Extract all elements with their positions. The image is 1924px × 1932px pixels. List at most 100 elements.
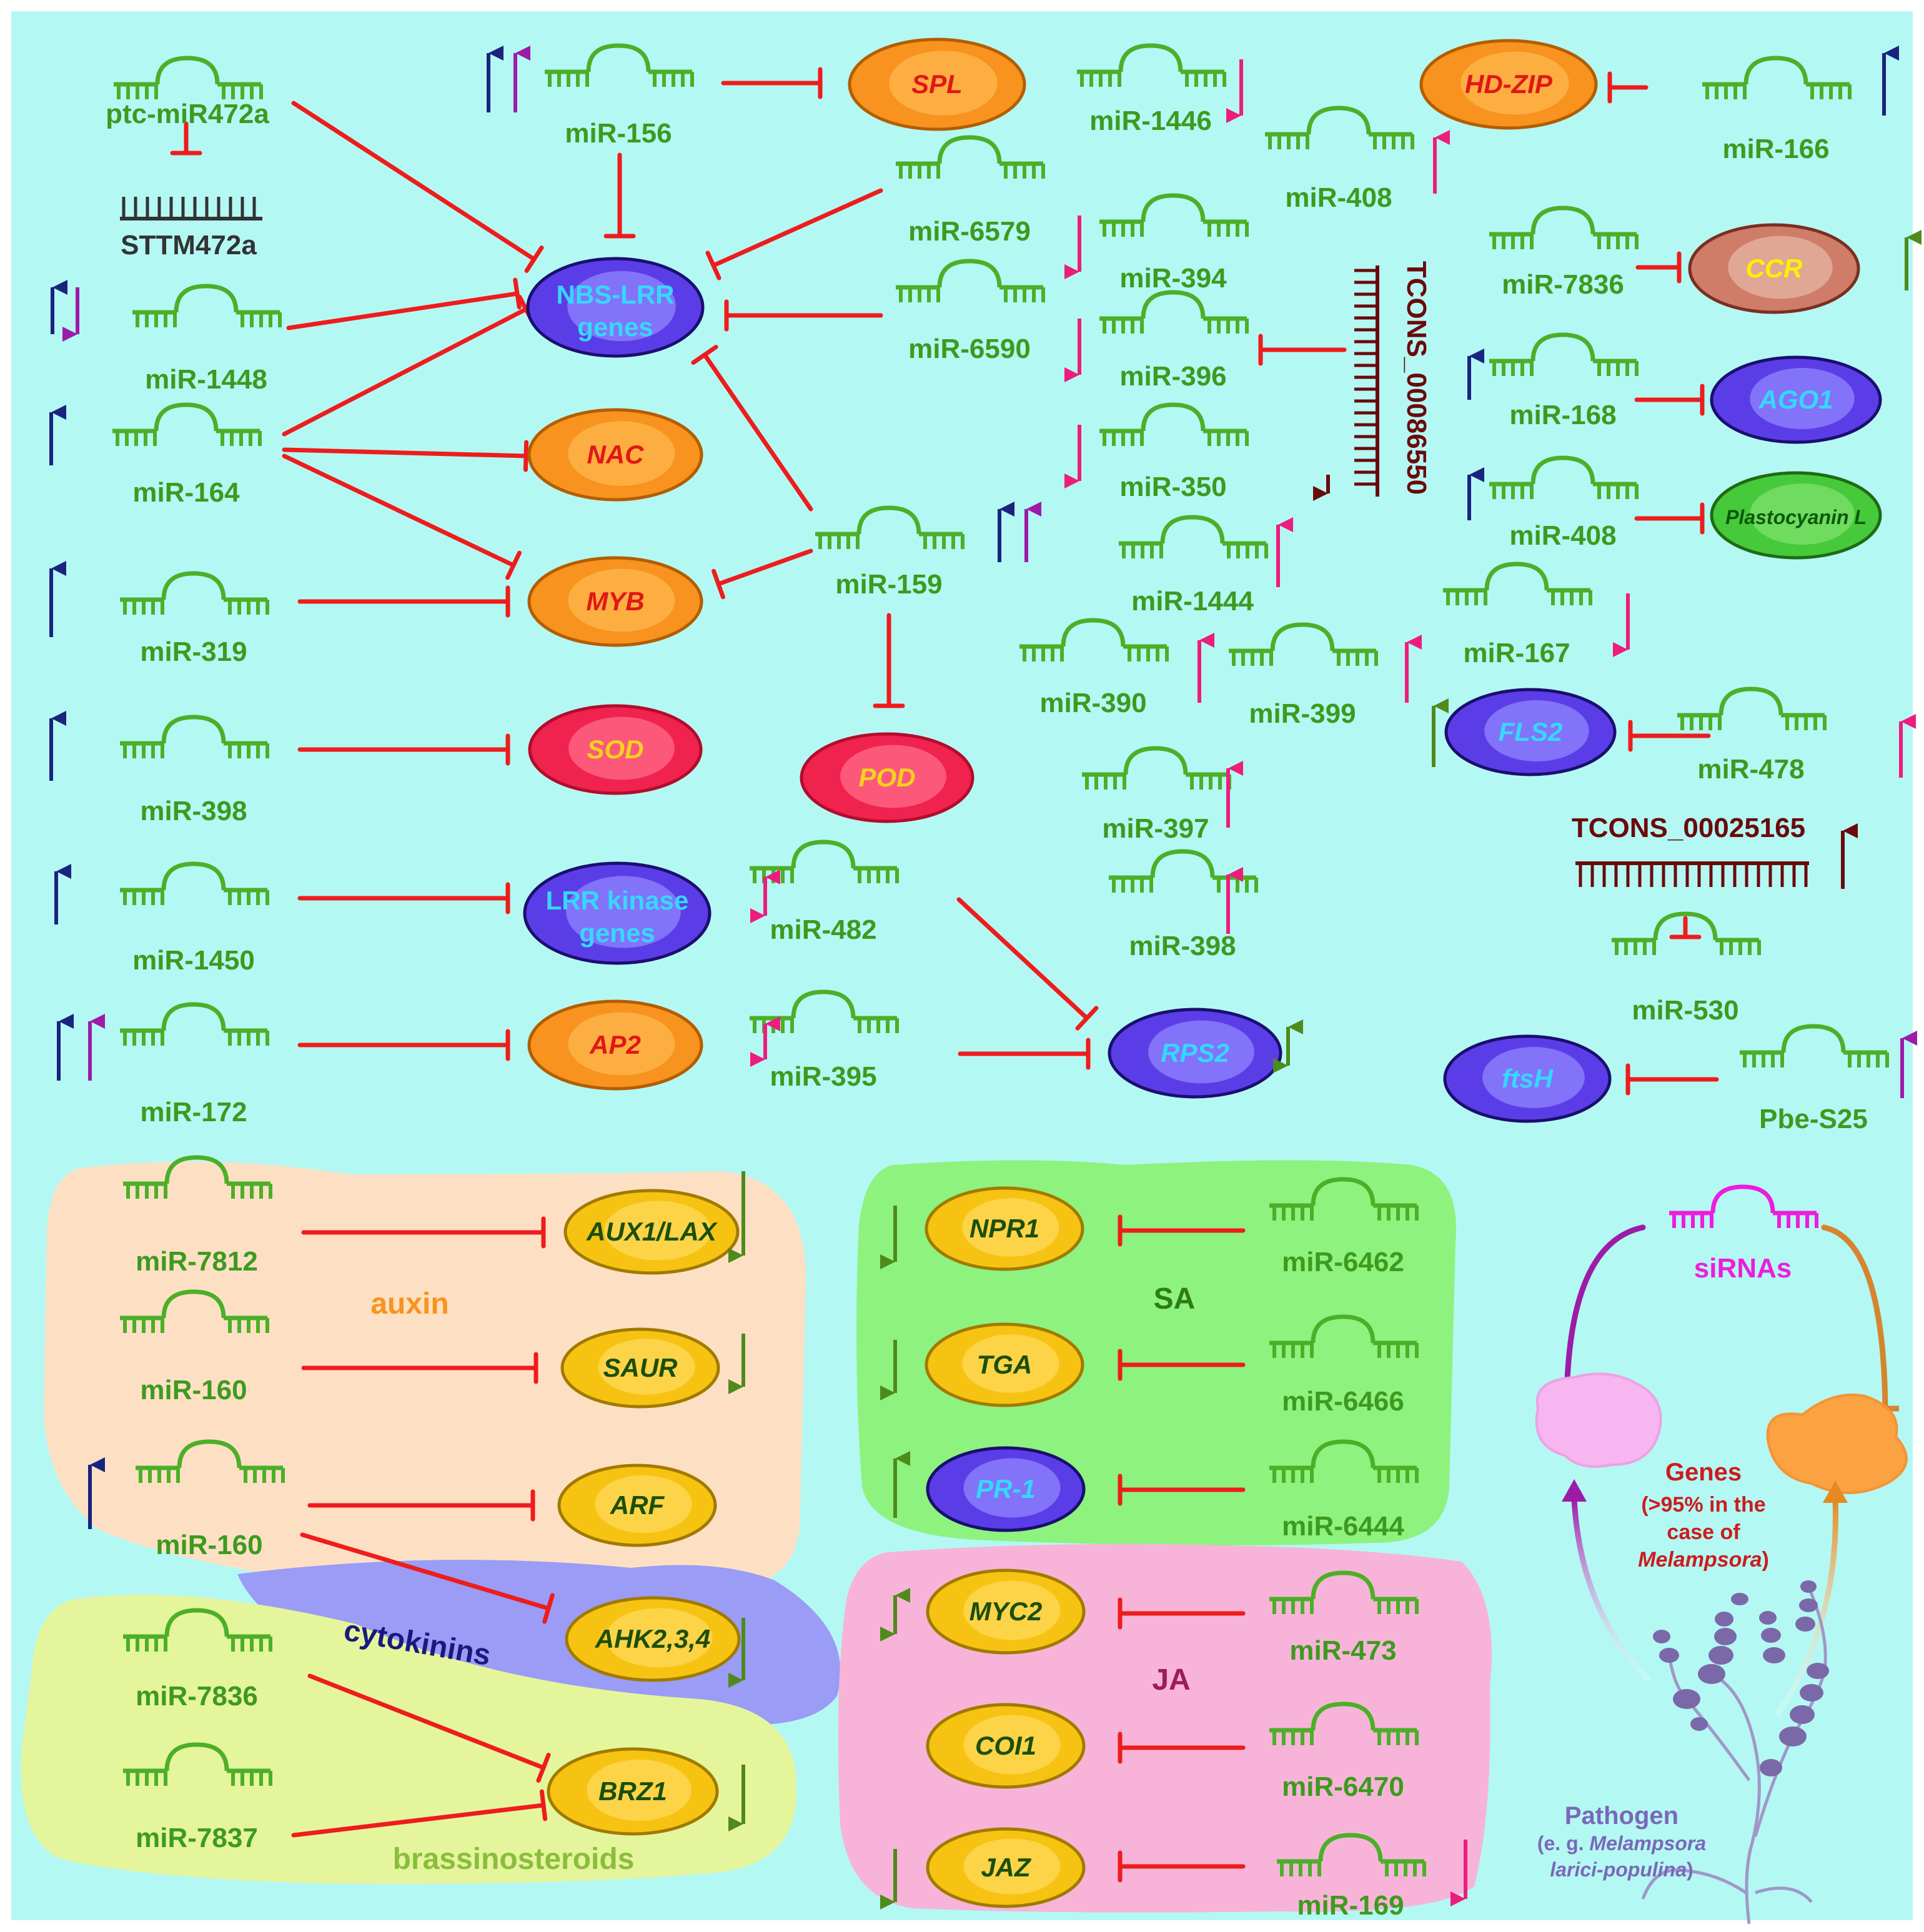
mirna-label: miR-166 bbox=[1722, 134, 1829, 164]
mirna-label: miR-164 bbox=[132, 477, 240, 508]
hairpin-glyph bbox=[132, 284, 282, 327]
mirna-label: miR-168 bbox=[1509, 400, 1616, 430]
mirna-label: miR-395 bbox=[770, 1061, 876, 1092]
gene-nac: NAC bbox=[527, 408, 703, 502]
hairpin-glyph bbox=[1229, 622, 1378, 666]
hairpin-glyph bbox=[750, 840, 899, 883]
mirna-m167: miR-167 bbox=[1443, 562, 1592, 668]
inhibition-line bbox=[716, 548, 813, 587]
mirna-label: miR-390 bbox=[1039, 688, 1146, 718]
inhibition-cap bbox=[1075, 1006, 1099, 1031]
gene-label: JAZ bbox=[981, 1853, 1031, 1882]
gene-label: PR-1 bbox=[976, 1474, 1036, 1503]
mirna-label: miR-473 bbox=[1289, 1635, 1396, 1666]
inhibition-line bbox=[711, 188, 883, 268]
mirna-m7836a: miR-7836 bbox=[1489, 206, 1639, 300]
hairpin-glyph bbox=[1265, 106, 1414, 149]
mirna-label: miR-6470 bbox=[1282, 1771, 1404, 1802]
hairpin-glyph bbox=[1099, 290, 1249, 334]
hairpin-glyph bbox=[1443, 562, 1592, 605]
mirna-m6590: miR-6590 bbox=[896, 259, 1045, 364]
hairpin-glyph bbox=[1269, 1570, 1419, 1614]
gene-ahk: AHK2,3,4 bbox=[565, 1596, 741, 1682]
inhibition-line bbox=[300, 1532, 551, 1611]
gene-label: MYB bbox=[586, 587, 644, 616]
pathogen-example-line-1: (e. g. Melampsora bbox=[1537, 1832, 1706, 1855]
mirna-m6462: miR-6462 bbox=[1269, 1177, 1419, 1277]
hairpin-glyph bbox=[1019, 618, 1169, 661]
gene-label: RPS2 bbox=[1161, 1038, 1229, 1068]
mirna-label: miR-7837 bbox=[136, 1823, 258, 1853]
hairpin-glyph bbox=[1269, 1314, 1419, 1358]
orange-protein-blob bbox=[1766, 1394, 1908, 1494]
lncrna-label: STTM472a bbox=[121, 230, 257, 260]
regulation-arrows bbox=[49, 46, 1922, 1910]
mirna-label: miR-530 bbox=[1632, 995, 1738, 1026]
inhibition-cap bbox=[705, 250, 722, 280]
hairpin-glyph bbox=[1669, 1184, 1818, 1228]
gene-label-line2: genes bbox=[577, 312, 653, 342]
inhibition-lines bbox=[170, 67, 1719, 1883]
mirna-m160b: miR-160 bbox=[136, 1439, 285, 1560]
mirna-label: Pbe-S25 bbox=[1759, 1104, 1868, 1134]
pink-protein-blob bbox=[1535, 1372, 1662, 1468]
mirna-label: miR-408 bbox=[1509, 520, 1616, 551]
mirna-m482: miR-482 bbox=[750, 840, 899, 945]
lncrna-tcons-00025165: TCONS_00025165 bbox=[1572, 813, 1809, 887]
mirna-m478: miR-478 bbox=[1677, 686, 1827, 785]
gene-label: LRR kinase bbox=[546, 886, 689, 915]
mirna-m6470: miR-6470 bbox=[1269, 1702, 1419, 1802]
mirna-label: miR-1450 bbox=[132, 945, 255, 976]
pathogen-genes-label: Genes bbox=[1665, 1459, 1742, 1486]
inhibition-cap bbox=[539, 1789, 548, 1821]
mirna-m396: miR-396 bbox=[1099, 290, 1249, 392]
mirna-m166: miR-166 bbox=[1702, 56, 1852, 164]
inhibition-cap bbox=[542, 1593, 555, 1624]
hairpin-glyph bbox=[123, 1155, 272, 1199]
mirna-m6466: miR-6466 bbox=[1269, 1314, 1419, 1417]
mirna-label: miR-6590 bbox=[908, 334, 1031, 364]
mirna-m530: miR-530 bbox=[1612, 911, 1761, 1026]
mirna-label: miR-319 bbox=[140, 637, 247, 667]
mirna-label: miR-159 bbox=[835, 569, 942, 600]
mirna-label: miR-160 bbox=[156, 1530, 262, 1560]
hairpin-glyph bbox=[112, 402, 262, 446]
inhibition-line bbox=[307, 1673, 546, 1770]
hairpin-glyph bbox=[1269, 1177, 1419, 1221]
hairpin-glyph bbox=[136, 1439, 285, 1483]
mirna-label: miR-350 bbox=[1119, 472, 1226, 502]
gene-label: HD-ZIP bbox=[1465, 69, 1553, 99]
inhibition-line bbox=[291, 1803, 546, 1838]
mirna-label: miR-408 bbox=[1285, 182, 1392, 213]
brassinosteroids-label: brassinosteroids bbox=[393, 1843, 635, 1876]
auxin-label: auxin bbox=[370, 1287, 449, 1320]
gene-label: FLS2 bbox=[1499, 717, 1563, 746]
lncrna-tcons-00086550: TCONS_00086550 bbox=[1354, 261, 1432, 497]
hairpin-glyph bbox=[1702, 56, 1852, 99]
mirna-m1448: miR-1448 bbox=[132, 284, 282, 395]
inhibition-cap bbox=[691, 345, 718, 365]
gene-myb: MYB bbox=[527, 556, 703, 647]
gene-ftsh: ftsH bbox=[1443, 1034, 1612, 1123]
mirna-m156: miR-156 bbox=[545, 43, 694, 149]
mirna-label: miR-6444 bbox=[1282, 1511, 1404, 1542]
mirna-label: miR-7812 bbox=[136, 1246, 258, 1277]
gene-label: AUX1/LAX bbox=[586, 1217, 718, 1246]
mirna-label: miR-6466 bbox=[1282, 1386, 1404, 1417]
hairpin-glyph bbox=[1099, 402, 1249, 446]
pathogen-genes-note-3: Melampsora) bbox=[1638, 1548, 1769, 1572]
mirna-m1446: miR-1446 bbox=[1077, 43, 1226, 136]
mirna-label: miR-167 bbox=[1463, 638, 1570, 668]
pathogen-to-orange-blob-arrow bbox=[1775, 1499, 1838, 1717]
gene-coi1: COI1 bbox=[926, 1703, 1086, 1789]
mirna-m7837: miR-7837 bbox=[123, 1742, 272, 1853]
mirna-m6579: miR-6579 bbox=[896, 135, 1045, 247]
mirna-label: miR-156 bbox=[565, 118, 672, 149]
mirna-m319: miR-319 bbox=[120, 571, 269, 667]
mirna-label: miR-160 bbox=[140, 1375, 247, 1405]
gene-ccr: CCR bbox=[1688, 223, 1860, 314]
